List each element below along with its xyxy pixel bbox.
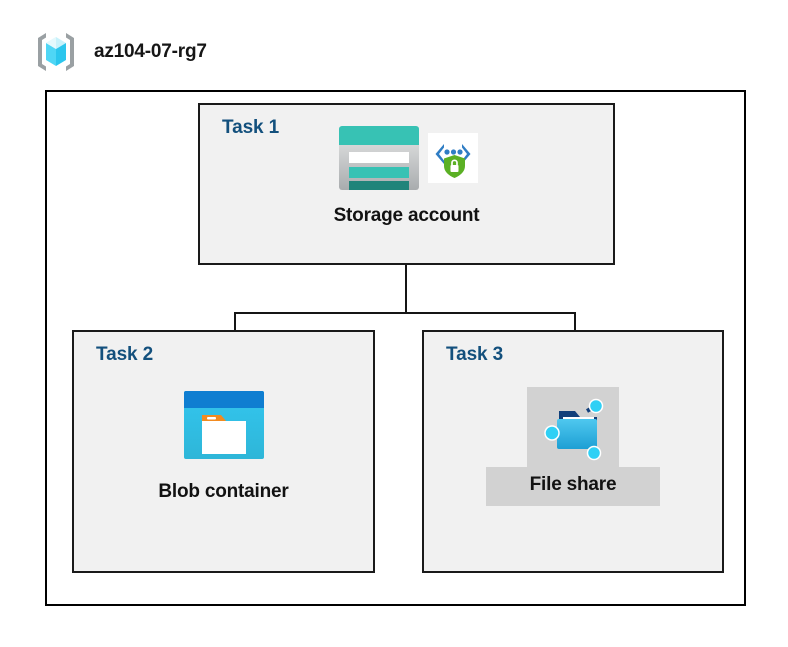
task-2-label: Task 2	[96, 344, 154, 365]
storage-account-icon	[336, 123, 422, 193]
task-1-box: Task 1	[198, 103, 615, 265]
blob-container-icon	[182, 389, 266, 461]
node-storage-account: Storage account	[200, 121, 613, 228]
file-share-icon	[537, 393, 609, 465]
task-1-label: Task 1	[222, 117, 280, 138]
node-blob-container: Blob container	[74, 389, 373, 504]
secure-endpoint-icon	[427, 133, 478, 183]
resource-group-icon	[32, 28, 80, 76]
node-file-share: File share	[424, 387, 722, 506]
connector-storage-trunk	[405, 265, 407, 314]
task-3-label: Task 3	[446, 344, 504, 365]
storage-account-caption: Storage account	[333, 205, 480, 226]
resource-group-name: az104-07-rg7	[94, 41, 207, 62]
blob-container-caption: Blob container	[158, 481, 289, 502]
file-share-caption: File share	[485, 467, 661, 506]
task-2-box: Task 2 Blob container	[72, 330, 375, 573]
file-share-icon-highlight	[527, 387, 619, 467]
resource-group-header: az104-07-rg7	[32, 28, 207, 76]
connector-horizontal-bus	[235, 312, 576, 314]
task-3-box: Task 3	[422, 330, 724, 573]
storage-account-icon-row	[336, 121, 478, 195]
